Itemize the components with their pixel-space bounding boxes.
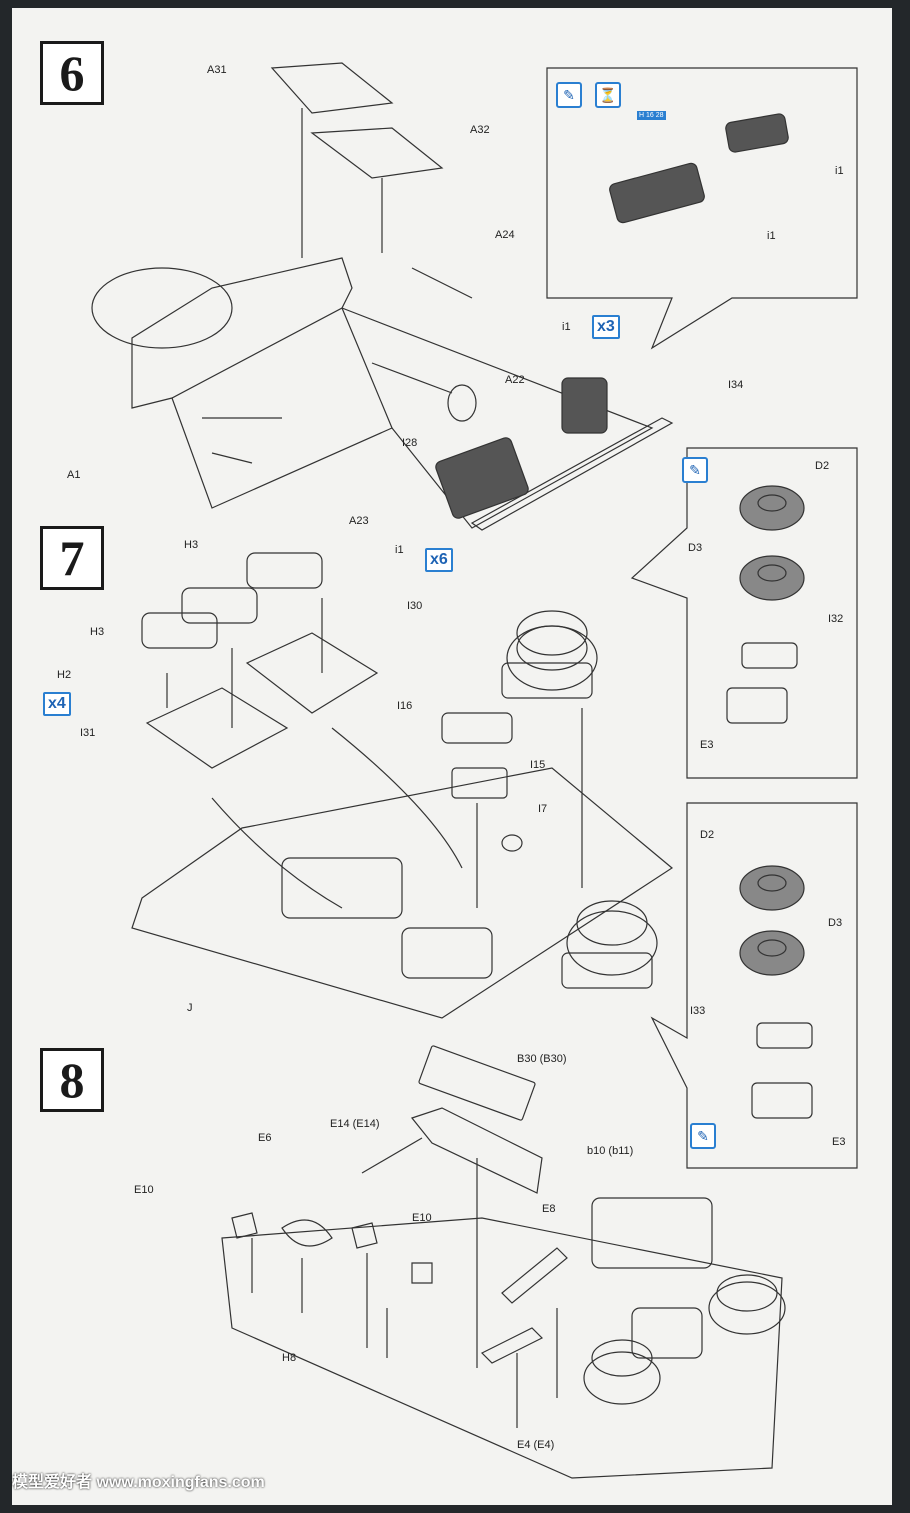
- paint-icon: ⏳: [595, 82, 621, 108]
- part-b30-shape: [418, 1045, 536, 1121]
- step-number-7: 7: [40, 526, 104, 590]
- part-b10-shape: [410, 1107, 543, 1194]
- part-e6-shape: [281, 1219, 333, 1247]
- wheel-stack-lower: [566, 910, 658, 976]
- label-i28: I28: [402, 437, 418, 449]
- instruction-sheet: 6 7 8 A31 A32 A24 A22 A23 A1 I28 I34 i1 …: [12, 8, 892, 1505]
- step-number-8: 8: [40, 1048, 104, 1112]
- callout-b-label-e3: E3: [832, 1136, 846, 1148]
- part-i16-shape: [441, 712, 513, 744]
- part-h3-3: [141, 612, 218, 649]
- label-h2: H2: [57, 669, 72, 681]
- label-i7: I7: [538, 803, 548, 815]
- label-e10-b: E10: [412, 1212, 432, 1224]
- label-e4: E4 (E4): [517, 1439, 555, 1451]
- callout-a-label-d3: D3: [688, 542, 703, 554]
- callout-wheel-a: [630, 447, 858, 779]
- label-e6: E6: [258, 1132, 272, 1144]
- multiplier-badge-x6: x6: [425, 548, 453, 572]
- multiplier-badge-x4: x4: [43, 692, 71, 716]
- hull-plate: [341, 307, 654, 529]
- part-e8-shape: [501, 1247, 568, 1304]
- label-e10-a: E10: [134, 1184, 154, 1196]
- part-i34-shape: [470, 417, 674, 531]
- watermark: 模型爱好者 www.moxingfans.com: [12, 1474, 265, 1491]
- hull-engine-deck: [221, 1217, 783, 1479]
- label-b30: B30 (B30): [517, 1053, 567, 1065]
- label-a1: A1: [67, 469, 81, 481]
- label-i31: I31: [80, 727, 96, 739]
- multiplier-badge-x3: x3: [592, 315, 620, 339]
- part-a32-shape: [310, 127, 444, 179]
- glue-icon: ✎: [682, 457, 708, 483]
- label-h3-b: H3: [90, 626, 105, 638]
- label-i15: I15: [530, 759, 546, 771]
- hull-front: [131, 257, 353, 409]
- label-i1-top: i1: [562, 321, 571, 333]
- glue-icon: ✎: [690, 1123, 716, 1149]
- callout-a-label-i32: I32: [828, 613, 844, 625]
- label-a24: A24: [495, 229, 515, 241]
- callout-track-box: [546, 67, 858, 350]
- part-h3-2: [181, 587, 258, 624]
- glue-icon: ✎: [556, 82, 582, 108]
- label-a23: A23: [349, 515, 369, 527]
- label-a22: A22: [505, 374, 525, 386]
- callout-wheel-b: [650, 802, 858, 1169]
- hull-rear-deck: [131, 767, 674, 1019]
- callout-a-label-e3: E3: [700, 739, 714, 751]
- color-code-h: H 16 28: [637, 111, 666, 120]
- label-e8: E8: [542, 1203, 556, 1215]
- callout-b-label-d3: D3: [828, 917, 843, 929]
- part-i31-frame: [145, 687, 289, 769]
- label-h8: H8: [282, 1352, 297, 1364]
- hatch-center: [401, 927, 493, 979]
- label-e14: E14 (E14): [330, 1118, 380, 1130]
- assembly-line-art: [91, 62, 858, 1479]
- label-b10: b10 (b11): [587, 1145, 634, 1157]
- callout-b-label-i33: I33: [690, 1005, 706, 1017]
- callout-a-label-d2: D2: [815, 460, 830, 472]
- part-i30-frame: [245, 632, 379, 714]
- label-i30: I30: [407, 600, 423, 612]
- label-h3-a: H3: [184, 539, 199, 551]
- hull-side: [171, 307, 393, 509]
- hatch-left: [281, 857, 403, 919]
- callout-label-i1a: i1: [835, 165, 844, 177]
- step-number-6: 6: [40, 41, 104, 105]
- label-i1-bottom: i1: [395, 544, 404, 556]
- part-i7-shape: [501, 834, 523, 852]
- part-h3-1: [246, 552, 323, 589]
- part-i15-shape: [451, 767, 508, 799]
- turret-ring: [91, 267, 233, 349]
- label-i16: I16: [397, 700, 413, 712]
- label-a32: A32: [470, 124, 490, 136]
- label-j: J: [187, 1002, 193, 1014]
- label-i34: I34: [728, 379, 744, 391]
- callout-b-label-d2: D2: [700, 829, 715, 841]
- callout-label-i1b: i1: [767, 230, 776, 242]
- label-a31: A31: [207, 64, 227, 76]
- part-a31-shape: [270, 62, 394, 114]
